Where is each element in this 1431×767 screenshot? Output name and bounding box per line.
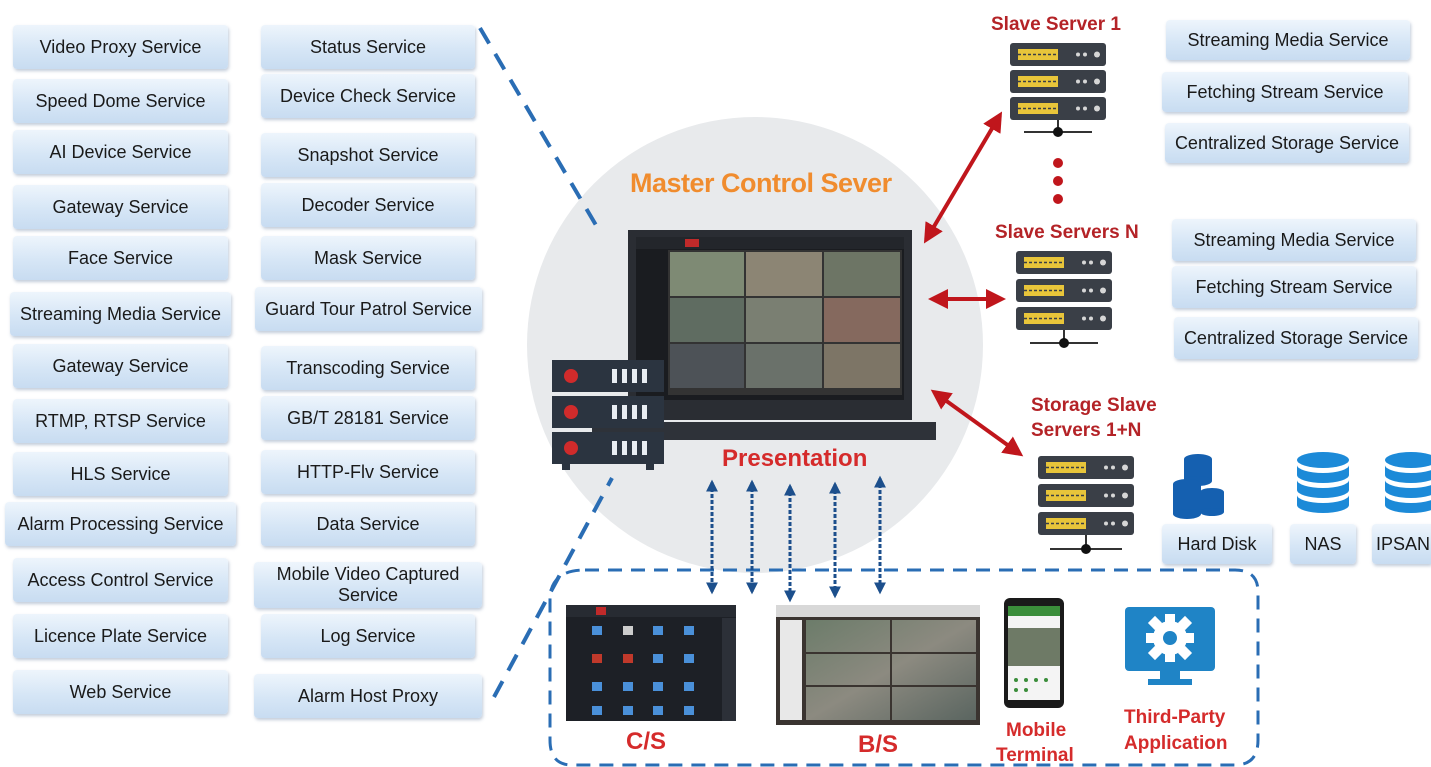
slaveN-title: Slave Servers N xyxy=(995,222,1139,243)
middle-service-2: Snapshot Service xyxy=(261,133,475,177)
left-service-0: Video Proxy Service xyxy=(13,25,228,69)
slaveN-service-1: Fetching Stream Service xyxy=(1172,266,1416,308)
left-service-8: HLS Service xyxy=(13,452,228,496)
middle-service-7: GB/T 28181 Service xyxy=(261,396,475,440)
left-service-6: Gateway Service xyxy=(13,344,228,388)
bs-client-screen xyxy=(776,605,980,725)
nas-label: NAS xyxy=(1290,524,1356,564)
arrow-to-storage xyxy=(930,389,1024,457)
middle-service-12: Alarm Host Proxy xyxy=(254,674,482,718)
master-monitor xyxy=(592,230,936,440)
storage-title-line2: Servers 1+N xyxy=(1031,420,1142,441)
server-rack-icon xyxy=(552,360,664,470)
left-service-2: AI Device Service xyxy=(13,130,228,174)
middle-service-11: Log Service xyxy=(261,614,475,658)
middle-service-9: Data Service xyxy=(261,502,475,546)
left-service-3: Gateway Service xyxy=(13,185,228,229)
slave1-title: Slave Server 1 xyxy=(991,14,1121,35)
dashed-connector-top xyxy=(478,26,602,234)
slave1-service-0: Streaming Media Service xyxy=(1166,20,1410,60)
middle-service-3: Decoder Service xyxy=(261,183,475,227)
middle-service-10: Mobile Video Captured Service xyxy=(254,562,482,608)
middle-service-5: Guard Tour Patrol Service xyxy=(255,287,482,331)
master-control-title: Master Control Sever xyxy=(630,168,892,198)
left-service-10: Access Control Service xyxy=(13,558,228,602)
monitor-stand xyxy=(592,422,936,440)
client-dashed-frame xyxy=(548,568,1260,767)
storage-server-icon xyxy=(1037,455,1135,554)
left-service-12: Web Service xyxy=(13,670,228,714)
slave1-service-2: Centralized Storage Service xyxy=(1165,123,1409,163)
mobile-label-line1: Mobile xyxy=(1006,720,1067,741)
cs-label: C/S xyxy=(626,728,667,755)
middle-service-0: Status Service xyxy=(261,25,475,69)
left-service-5: Streaming Media Service xyxy=(10,292,231,336)
storage-title-line1: Storage Slave xyxy=(1031,395,1157,416)
slaveN-service-2: Centralized Storage Service xyxy=(1174,317,1418,359)
bs-label: B/S xyxy=(858,731,899,758)
hard-disk-icon xyxy=(1173,454,1224,519)
left-service-1: Speed Dome Service xyxy=(13,79,228,123)
left-service-9: Alarm Processing Service xyxy=(5,502,236,546)
mobile-label-line2: Terminal xyxy=(996,745,1074,766)
hard-disk-label: Hard Disk xyxy=(1162,524,1272,564)
slave1-service-1: Fetching Stream Service xyxy=(1162,72,1408,112)
slaveN-server-icon xyxy=(1015,250,1113,348)
left-service-4: Face Service xyxy=(13,236,228,280)
gear-icon xyxy=(1125,607,1215,685)
left-service-11: Licence Plate Service xyxy=(13,614,228,658)
ipsan-label: IPSAN xyxy=(1372,524,1431,564)
mobile-terminal-icon xyxy=(1004,598,1064,708)
left-service-7: RTMP, RTSP Service xyxy=(13,399,228,443)
ipsan-database-icon xyxy=(1385,452,1431,513)
slave1-server-icon xyxy=(1009,42,1107,137)
middle-service-4: Mask Service xyxy=(261,236,475,280)
middle-service-1: Device Check Service xyxy=(261,74,475,118)
middle-service-6: Transcoding Service xyxy=(261,346,475,390)
nas-database-icon xyxy=(1297,452,1349,513)
slaveN-service-0: Streaming Media Service xyxy=(1172,219,1416,261)
third-party-label-line2: Application xyxy=(1124,733,1228,754)
arrow-to-slave1 xyxy=(923,111,1003,244)
cs-client-screen xyxy=(566,605,736,721)
third-party-label-line1: Third-Party xyxy=(1124,707,1226,728)
presentation-label: Presentation xyxy=(722,445,868,472)
middle-service-8: HTTP-Flv Service xyxy=(261,450,475,494)
